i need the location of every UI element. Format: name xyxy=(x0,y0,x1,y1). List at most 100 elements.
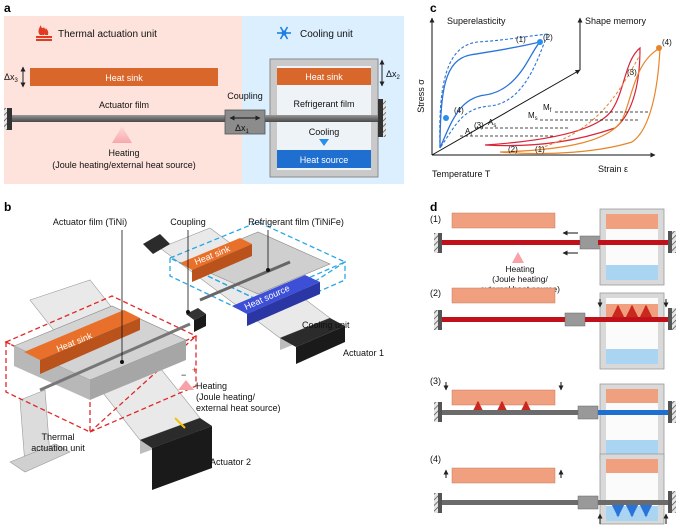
step-3-refrigerant-film xyxy=(598,410,668,415)
refrigerant-film-b xyxy=(199,260,291,302)
heating-label-b-3: external heat source) xyxy=(196,403,281,413)
step-2-refrigerant-film xyxy=(585,317,668,322)
dx1-label: Δx1 xyxy=(235,123,250,135)
coupling-block-b xyxy=(186,308,206,320)
step-3-coupling xyxy=(577,405,599,420)
thermal-unit-title: Thermal actuation unit xyxy=(58,29,157,40)
panel-label-d: d xyxy=(430,200,437,214)
refrigerant-film-label: Refrigerant film xyxy=(293,99,354,109)
thermal-unit-background xyxy=(4,16,242,184)
sm-label-1: (1) xyxy=(535,145,545,154)
actuator-2-motor xyxy=(140,418,212,448)
step-4-coupling xyxy=(577,495,599,510)
heat-sink-left-label: Heat sink xyxy=(105,73,143,83)
superelasticity-label: Superelasticity xyxy=(447,16,506,26)
heating-label-b-1: Heating xyxy=(196,381,227,391)
shape-memory-label: Shape memory xyxy=(585,16,647,26)
step-2-coupling xyxy=(564,312,586,327)
panel-c: c Superelasticity Shape memory Stress σ … xyxy=(416,1,672,179)
step-3-heat-sink-left xyxy=(451,389,556,406)
actuator-1-label: Actuator 1 xyxy=(343,348,384,358)
shape-memory-loop-red xyxy=(484,46,641,147)
heating-arrow xyxy=(112,126,132,143)
cooling-label: Cooling xyxy=(309,127,340,137)
heating-label-line2: (Joule heating/external heat source) xyxy=(52,160,196,170)
shape-memory-dash xyxy=(539,54,641,149)
heating-label-b-2: (Joule heating/ xyxy=(196,392,256,402)
shape-memory-point-4 xyxy=(656,45,662,51)
actuator-2-slide-arrow xyxy=(174,417,186,429)
sm-label-3: (3) xyxy=(627,68,637,77)
actuator-film-label-b: Actuator film (TiNi) xyxy=(53,217,127,227)
se-label-1: (1) xyxy=(516,35,526,44)
heat-sink-2 xyxy=(180,238,252,270)
panel-label-c: c xyxy=(430,1,437,15)
actuator-1-motor xyxy=(280,318,345,347)
heat-source-right xyxy=(277,150,371,168)
panel-label-a: a xyxy=(4,1,11,15)
step-3: (3) xyxy=(430,376,676,461)
actuator-film-b xyxy=(39,322,191,392)
actuator-2-label: Actuator 2 xyxy=(210,457,251,467)
step-3-heat-source xyxy=(606,440,658,455)
step-4-heat-sink-left xyxy=(451,467,556,484)
sm-label-4: (4) xyxy=(662,38,672,47)
step-1-actuator-film xyxy=(442,240,582,245)
minus-terminal: − xyxy=(181,370,186,380)
heat-sink-right xyxy=(277,68,371,85)
flame-icon xyxy=(36,25,52,41)
coupling-label-b: Coupling xyxy=(170,217,206,227)
temperature-axis xyxy=(431,69,581,156)
heating-label-line1: Heating xyxy=(108,148,139,158)
step-3-label: (3) xyxy=(430,376,441,386)
step-4-actuator-film xyxy=(442,500,580,505)
step-4: (4) xyxy=(430,453,676,525)
Ms-label: Ms xyxy=(528,111,538,122)
cooling-unit-title: Cooling unit xyxy=(300,29,353,40)
heat-sink-1 xyxy=(24,310,140,360)
actuator-film-label: Actuator film xyxy=(99,100,149,110)
heat-sink-right-label: Heat sink xyxy=(305,72,343,82)
wall-left xyxy=(7,108,12,130)
Mf-label: Mf xyxy=(543,103,552,114)
step-1-coupling xyxy=(579,235,601,250)
actuator-film xyxy=(12,115,227,122)
step-4-label: (4) xyxy=(430,454,441,464)
step-2-heat-source xyxy=(606,349,658,364)
heating-arrow-b xyxy=(178,380,194,390)
sm-label-2: (2) xyxy=(508,145,518,154)
panel-label-b: b xyxy=(4,200,11,214)
step-4-refrigerant-film xyxy=(598,500,668,505)
heat-source-block xyxy=(232,275,320,314)
cooling-arrow xyxy=(319,139,329,146)
step-1-heating-1: Heating xyxy=(505,264,535,274)
se-label-4: (4) xyxy=(454,106,464,115)
step-1-heat-sink-right xyxy=(606,214,658,229)
se-label-3: (3) xyxy=(474,121,484,130)
step-1-heat-sink-left xyxy=(451,212,556,229)
dx2-label: Δx2 xyxy=(386,69,401,81)
refrigerant-film-label-b: Refrigerant film (TiNiFe) xyxy=(248,217,344,227)
step-1-heating-2: (Joule heating/ xyxy=(492,274,548,284)
heat-sink-left xyxy=(30,68,218,86)
superelastic-loop-inner xyxy=(439,40,543,149)
thermal-unit-label-1: Thermal xyxy=(41,432,74,442)
step-1: (1) Heating (Joule heating/ external hea… xyxy=(430,208,676,294)
step-2-label: (2) xyxy=(430,288,441,298)
step-4-heat-sink-right xyxy=(606,459,658,473)
panel-a: a Thermal actuation unit Cooling unit He… xyxy=(4,1,404,184)
step-2-heat-sink-left xyxy=(451,287,556,304)
superelastic-point-4 xyxy=(443,115,449,121)
step-2: (2) xyxy=(430,287,676,370)
thermal-unit-label-2: actuation unit xyxy=(31,443,85,453)
step-3-actuator-film xyxy=(442,410,580,415)
As-label: As xyxy=(488,118,496,129)
cooling-unit-label-b: Cooling unit xyxy=(302,320,350,330)
coupling-label: Coupling xyxy=(227,91,263,101)
superelastic-point-2 xyxy=(537,39,543,45)
stress-axis-label: Stress σ xyxy=(416,79,426,113)
coupling-block xyxy=(224,109,266,135)
step-3-heat-sink-right xyxy=(606,389,658,403)
step-1-label: (1) xyxy=(430,214,441,224)
